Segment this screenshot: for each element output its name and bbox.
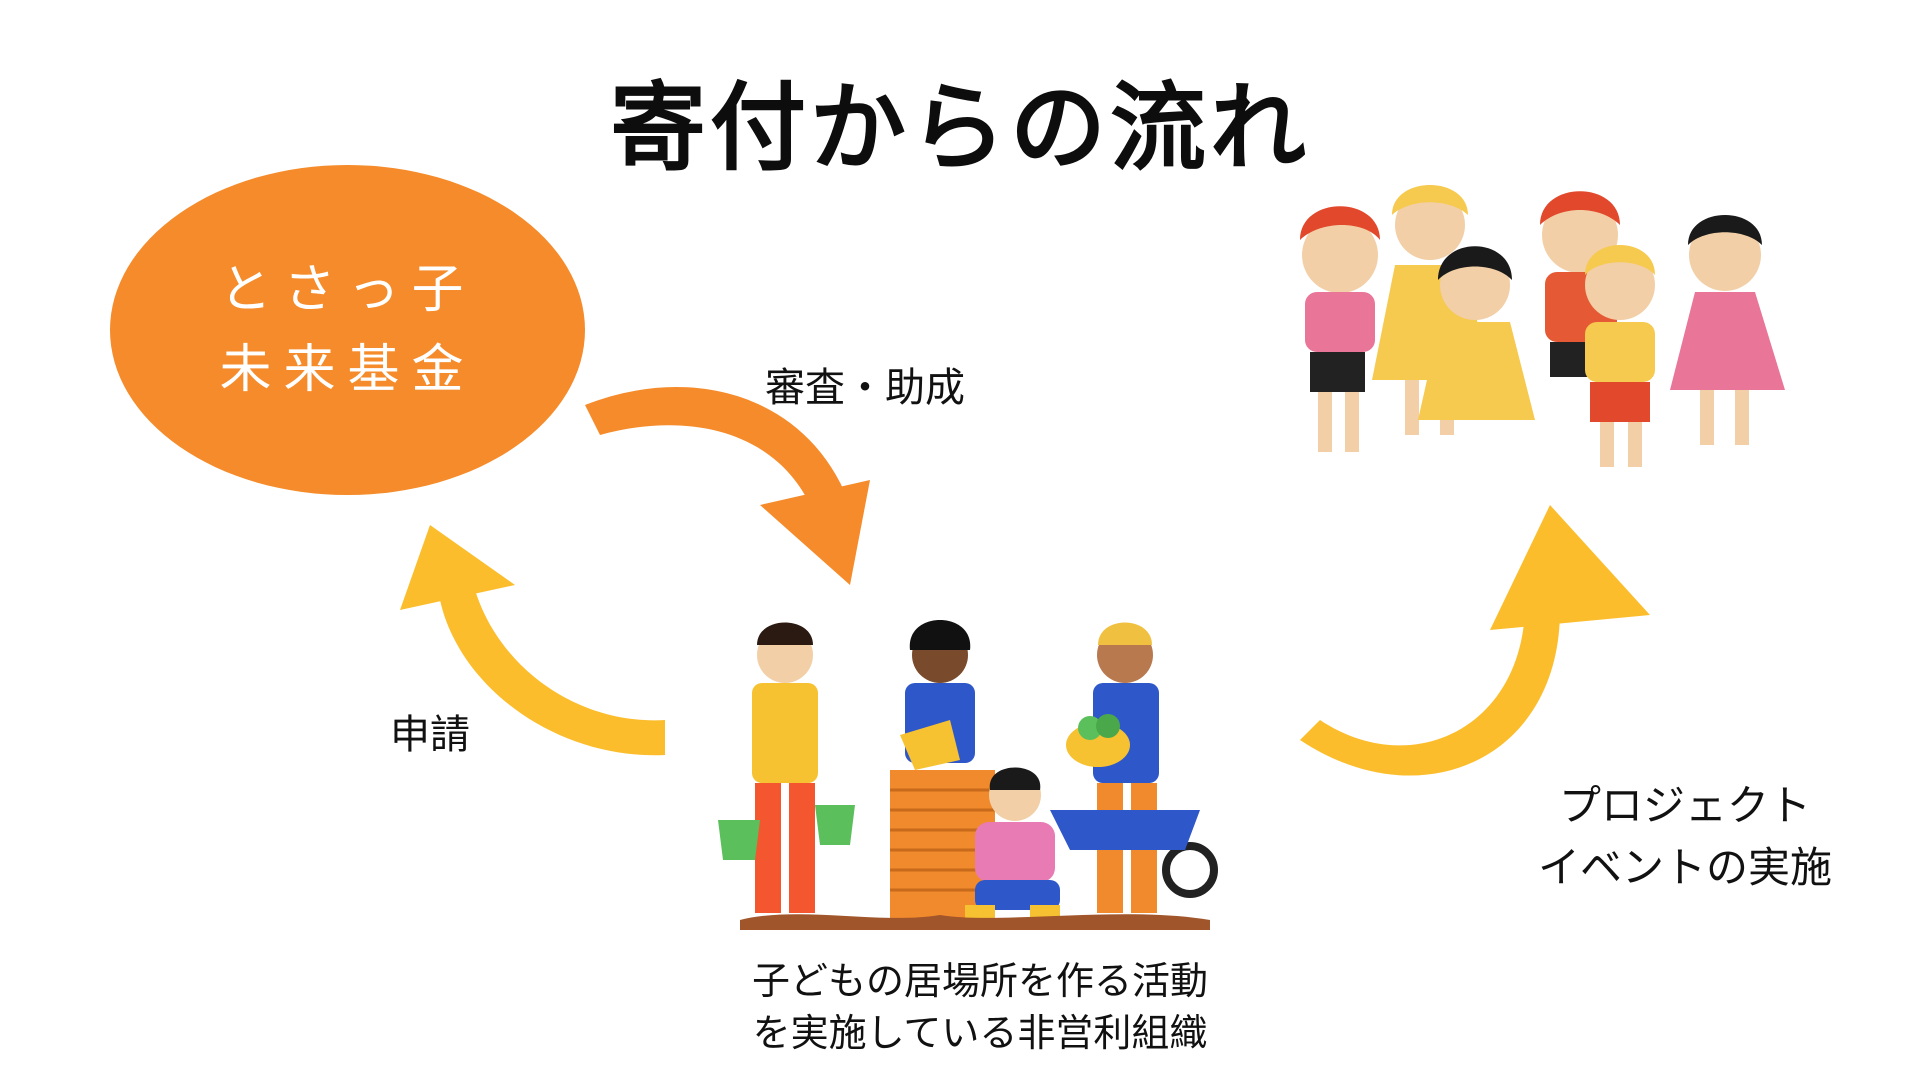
nonprofit-label: 子どもの居場所を作る活動 を実施している非営利組織: [700, 955, 1260, 1059]
review-arrow: [585, 387, 870, 585]
review-label: 審査・助成: [765, 365, 965, 411]
project-label: プロジェクト イベントの実施: [1505, 775, 1865, 899]
page-title: 寄付からの流れ: [610, 72, 1310, 184]
volunteers-gardening-illustration: [718, 620, 1218, 930]
apply-label: 申請: [390, 712, 470, 758]
project-label-line2: イベントの実施: [1537, 843, 1832, 892]
nonprofit-label-line2: を実施している非営利組織: [752, 1011, 1208, 1055]
project-arrow: [1300, 505, 1650, 776]
fund-name-line1: とさっ子: [219, 260, 476, 320]
children-playing-illustration: [1300, 185, 1785, 467]
fund-name-line2: 未来基金: [219, 340, 476, 400]
project-label-line1: プロジェクト: [1558, 781, 1811, 830]
nonprofit-label-line1: 子どもの居場所を作る活動: [751, 959, 1208, 1003]
fund-ellipse: とさっ子 未来基金: [110, 165, 585, 495]
apply-arrow: [400, 525, 665, 756]
